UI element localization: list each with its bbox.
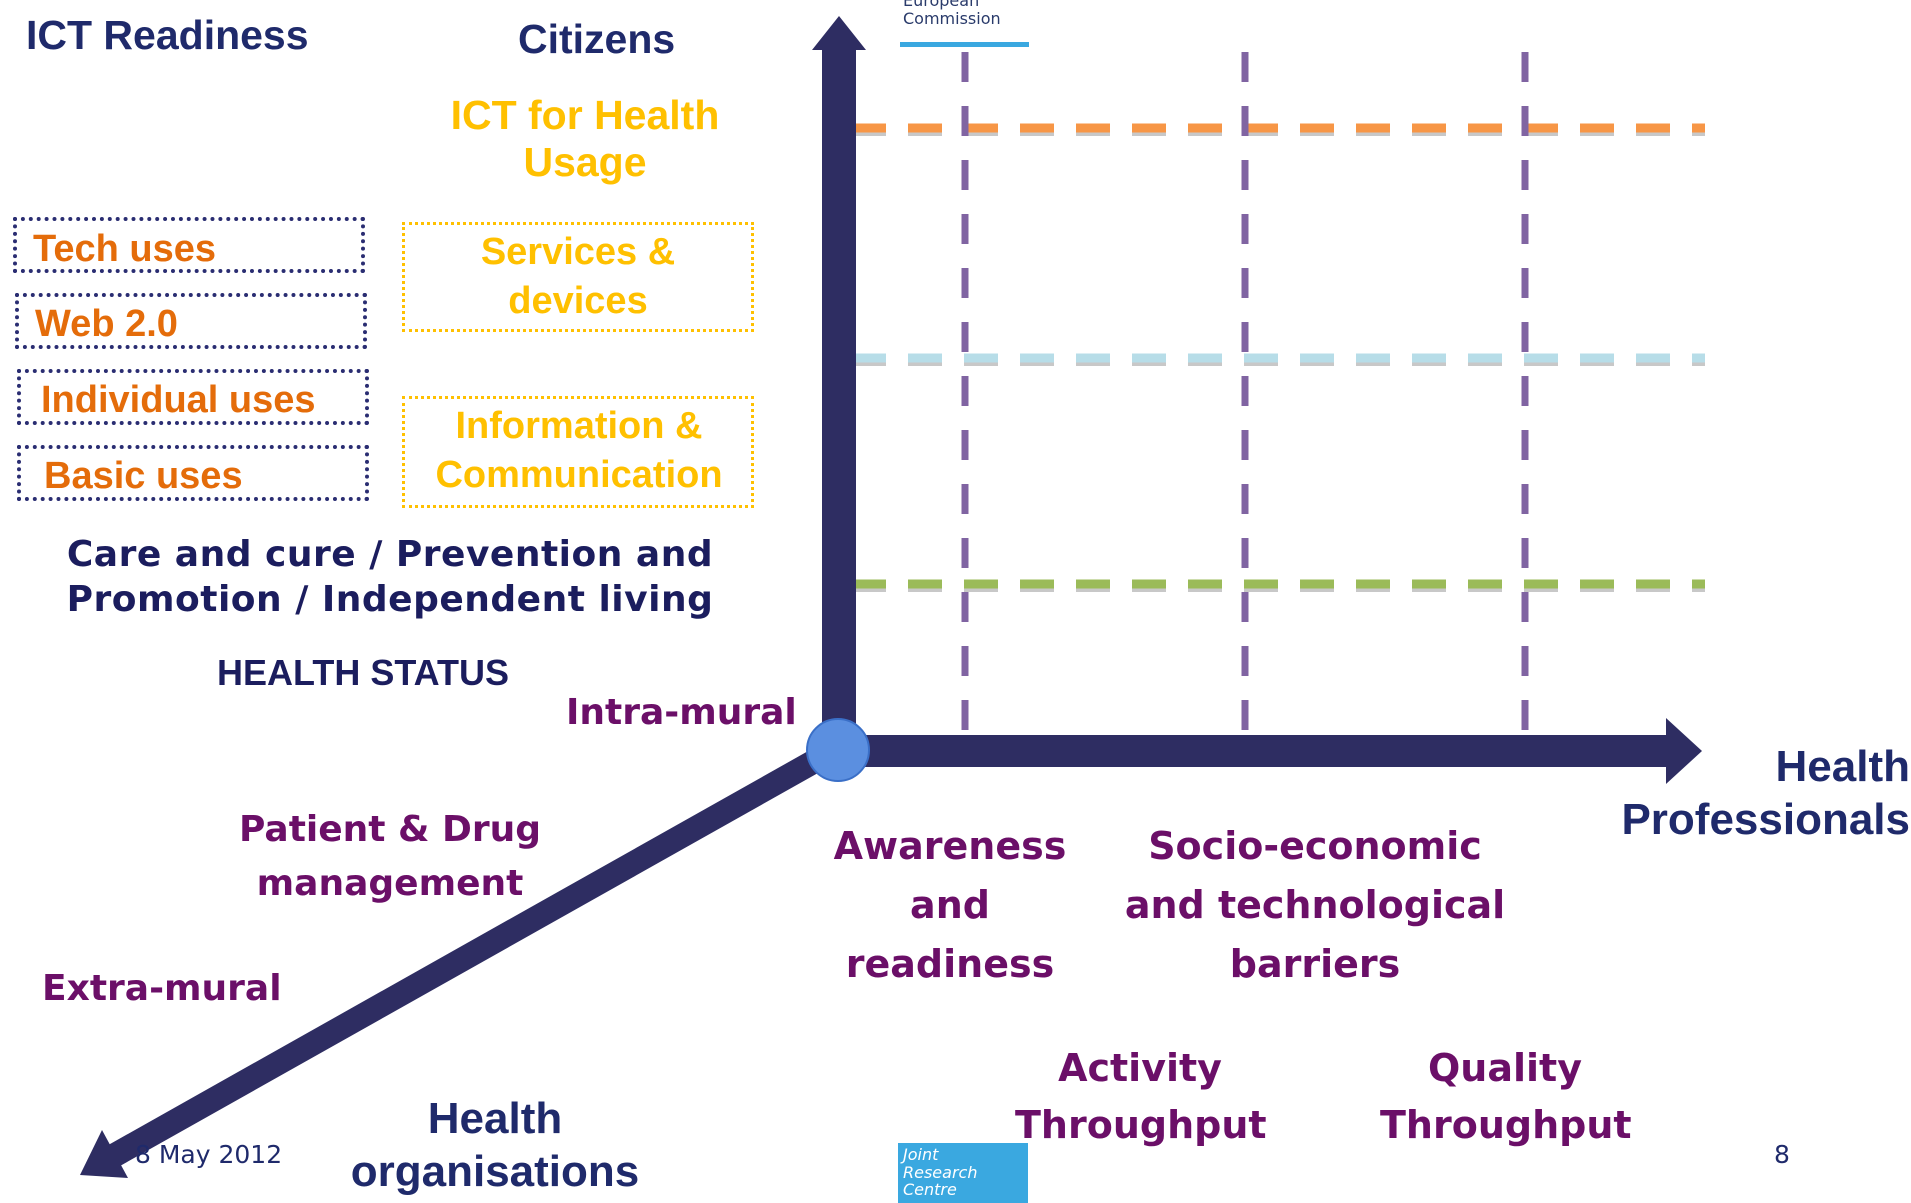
health-organisations-title: Health organisations bbox=[350, 1094, 640, 1196]
usage-box-information bbox=[402, 396, 754, 508]
health-professionals-title: Health Professionals bbox=[1621, 742, 1910, 844]
footer-date: 8 May 2012 bbox=[135, 1140, 283, 1169]
readiness-box-web bbox=[15, 293, 367, 349]
readiness-item-tech: Tech uses bbox=[33, 228, 217, 270]
professionals-axis-arrowhead bbox=[1666, 718, 1702, 784]
footer-page-number: 8 bbox=[1774, 1140, 1790, 1169]
usage-item-services: Services & devices bbox=[480, 231, 676, 323]
usage-item-information: Information & Communication bbox=[435, 405, 723, 497]
health-status-label: HEALTH STATUS bbox=[217, 652, 509, 693]
health-status-domains: Care and cure / Prevention and Promotion… bbox=[66, 534, 714, 620]
logo-bottom-text: Joint Research Centre bbox=[903, 1145, 978, 1200]
citizens-title: Citizens bbox=[518, 16, 676, 62]
logo-bottom-block bbox=[898, 1143, 1028, 1203]
readiness-item-basic: Basic uses bbox=[44, 455, 243, 497]
extra-mural-label: Extra-mural bbox=[42, 968, 282, 1009]
barriers-label: Socio-economic and technological barrier… bbox=[1124, 824, 1506, 986]
readiness-box-tech bbox=[13, 217, 365, 273]
professionals-axis-line bbox=[838, 735, 1668, 767]
readiness-item-web: Web 2.0 bbox=[35, 303, 178, 345]
ict-health-usage-title: ICT for Health Usage bbox=[450, 92, 720, 186]
awareness-label: Awareness and readiness bbox=[833, 824, 1067, 986]
citizens-axis-arrowhead bbox=[812, 16, 866, 50]
origin-node bbox=[806, 718, 870, 782]
patient-drug-label: Patient & Drug management bbox=[238, 809, 541, 904]
quality-throughput-label: Quality Throughput bbox=[1380, 1046, 1632, 1147]
logo-top-text: European Commission bbox=[903, 0, 1001, 29]
logo-top-underline bbox=[900, 42, 1029, 47]
activity-throughput-label: Activity Throughput bbox=[1015, 1046, 1267, 1147]
readiness-box-individual bbox=[17, 369, 369, 425]
citizens-axis-line bbox=[822, 48, 856, 750]
intra-mural-label: Intra-mural bbox=[566, 692, 797, 733]
ict-readiness-title: ICT Readiness bbox=[26, 12, 309, 58]
organisation-axis-line bbox=[109, 737, 844, 1166]
usage-box-services bbox=[402, 222, 754, 332]
readiness-item-individual: Individual uses bbox=[41, 379, 316, 421]
organisation-axis-arrowhead bbox=[80, 1130, 128, 1178]
readiness-box-basic bbox=[17, 445, 369, 501]
